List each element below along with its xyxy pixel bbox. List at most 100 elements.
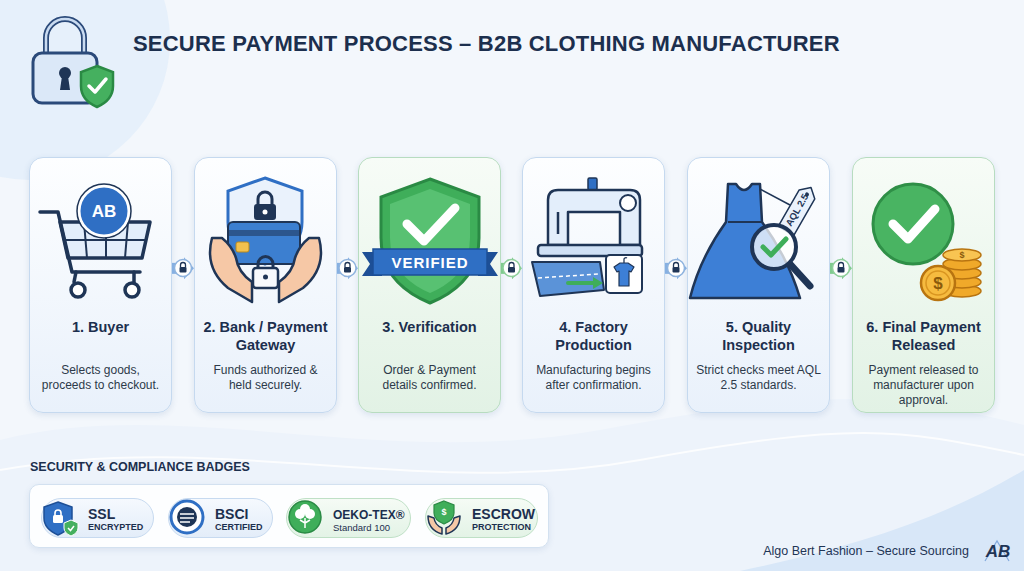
cart-icon — [40, 184, 150, 297]
payment-released-icon — [943, 249, 981, 261]
lock-badge — [339, 260, 356, 277]
footer-logo-mark — [985, 541, 1009, 561]
header-lock-icon — [89, 79, 106, 92]
cart-icon — [105, 222, 107, 258]
cart-icon — [71, 283, 85, 297]
oeko-tex-badge-icon — [289, 501, 321, 533]
ssl-badge-icon — [64, 520, 78, 536]
ssl-badge-icon — [44, 502, 78, 536]
oeko-tex-badge-icon — [295, 509, 305, 519]
cart-icon — [40, 212, 150, 297]
background-wave — [0, 399, 1024, 571]
header-lock-icon — [60, 76, 70, 90]
payment-released-icon — [893, 209, 935, 239]
payment-released-icon — [943, 267, 981, 279]
bsci-badge-icon — [180, 514, 194, 522]
corner-shape — [740, 470, 1024, 571]
step-title: 4. Factory Production — [531, 318, 656, 354]
step-description: Payment released to manufacturer upon ap… — [859, 363, 988, 408]
payment-gateway-icon — [258, 192, 272, 205]
verified-shield-icon — [478, 252, 498, 276]
payment-released-icon — [873, 184, 981, 300]
quality-inspection-icon — [728, 221, 762, 223]
payment-released-icon — [943, 285, 981, 297]
cart-icon — [64, 239, 146, 241]
bsci-badge-icon — [177, 507, 197, 527]
quality-inspection-icon — [778, 183, 819, 235]
payment-gateway-icon — [263, 275, 268, 280]
payment-gateway-icon — [228, 230, 300, 236]
flow-arrow — [665, 263, 677, 274]
lock-badge — [673, 267, 680, 273]
escrow-badge-icon — [428, 516, 442, 534]
sewing-machine-icon — [620, 195, 636, 211]
lock-badge — [839, 263, 844, 268]
bsci-badge-icon — [171, 501, 203, 533]
header-lock-icon — [46, 19, 84, 56]
payment-gateway-icon — [228, 222, 300, 264]
lock-badge — [833, 260, 850, 277]
lock-badge — [508, 267, 515, 273]
escrow-badge-icon — [434, 501, 454, 524]
process-step-card: 6. Final Payment ReleasedPayment release… — [852, 157, 995, 413]
connectors — [172, 268, 842, 269]
cart-icon — [84, 222, 87, 258]
payment-released-icon — [943, 276, 981, 288]
compliance-badge: BSCICERTIFIED — [168, 498, 273, 538]
ssl-badge-icon — [44, 502, 72, 535]
badge-name: SSL — [88, 506, 115, 522]
step-title: 3. Verification — [367, 318, 492, 336]
badge-subtitle: Standard 100 — [333, 522, 390, 533]
sewing-machine-icon — [532, 178, 642, 296]
footer-logo-mark — [985, 541, 1009, 561]
verified-shield-icon — [362, 179, 498, 303]
cart-icon — [77, 184, 131, 238]
step-title: 2. Bank / Payment Gateway — [203, 318, 328, 354]
quality-inspection-icon — [690, 184, 800, 298]
lock-badge — [344, 267, 351, 273]
lock-badge — [175, 260, 192, 277]
escrow-badge-icon — [446, 516, 460, 534]
sewing-machine-icon — [588, 178, 597, 190]
quality-inspection-icon — [790, 264, 810, 286]
payment-gateway-icon — [254, 204, 276, 220]
compliance-badge: OEKO-TEX®Standard 100 — [286, 498, 411, 538]
flow-arrow — [830, 263, 842, 274]
lock-badge — [833, 260, 850, 277]
quality-inspection-icon — [690, 183, 819, 298]
process-step-card: 3. VerificationOrder & Payment details c… — [358, 157, 501, 413]
cart-icon — [125, 283, 139, 297]
lock-badge — [509, 263, 514, 268]
payment-gateway-icon — [210, 238, 252, 302]
badge-name: ESCROW — [472, 506, 535, 522]
sewing-machine-icon — [614, 263, 634, 286]
badge-subtitle: CERTIFIED — [215, 522, 263, 532]
verified-shield-icon — [390, 189, 470, 293]
section-heading: SECURITY & COMPLIANCE BADGES — [30, 460, 250, 474]
step-description: Strict checks meet AQL 2.5 standards. — [694, 363, 823, 393]
diagram-title: SECURE PAYMENT PROCESS – B2B CLOTHING MA… — [133, 31, 840, 57]
step-title: 6. Final Payment Released — [861, 318, 986, 354]
process-step-card: 2. Bank / Payment GatewayFunds authorize… — [194, 157, 337, 413]
flow-arrow — [501, 263, 512, 274]
compliance-badge: SSLENCRYPTED — [41, 498, 154, 538]
payment-gateway-icon — [228, 178, 302, 264]
badge-panel: SECURITY & COMPLIANCE BADGESSSLENCRYPTED… — [29, 484, 549, 548]
lock-badge — [181, 263, 186, 268]
sewing-machine-icon — [593, 277, 603, 289]
sewing-machine-icon — [568, 281, 594, 285]
payment-released-icon — [943, 258, 981, 270]
payment-gateway-icon — [258, 257, 273, 270]
bsci-badge-icon — [171, 501, 203, 533]
sewing-machine-icon — [606, 255, 642, 293]
lock-badge — [838, 267, 845, 273]
connector-locks — [175, 260, 850, 277]
oeko-tex-badge-icon — [305, 509, 315, 519]
footer-logo: AB — [986, 543, 1011, 560]
lock-badge — [180, 267, 187, 273]
payment-gateway-icon — [263, 210, 268, 215]
badge-name: OEKO-TEX® — [333, 508, 405, 522]
verified-shield-icon — [381, 179, 479, 303]
